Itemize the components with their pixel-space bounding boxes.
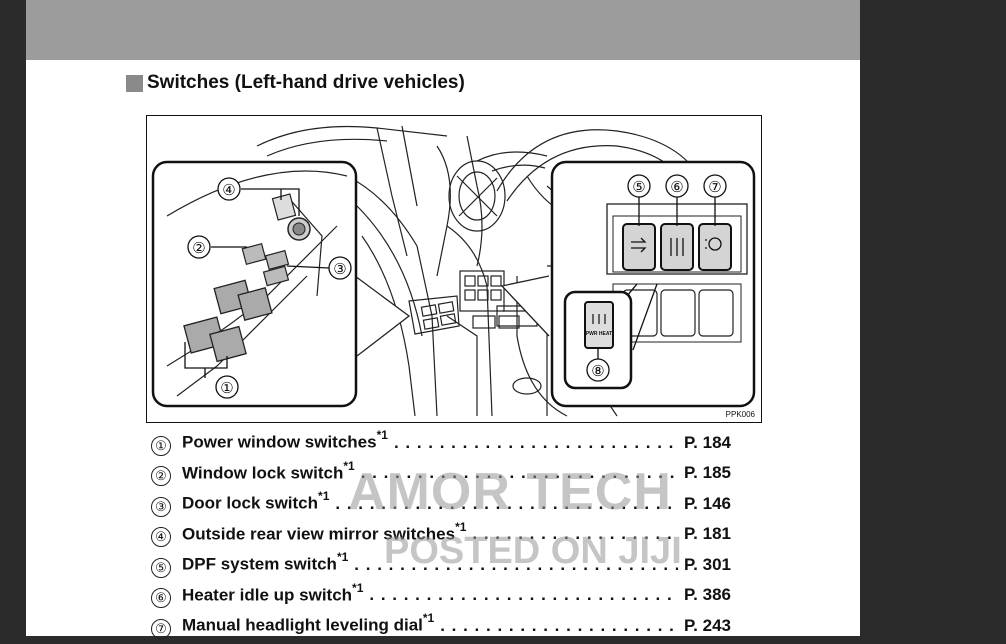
item-label: Heater idle up switch*1	[182, 580, 364, 605]
item-number: ⑥	[151, 588, 171, 609]
callout-4: ④	[222, 182, 235, 199]
dot-leader	[354, 555, 678, 575]
page-header-band	[26, 0, 860, 60]
dot-leader	[472, 524, 678, 544]
item-label: DPF system switch*1	[182, 550, 349, 574]
callout-8: ⑧	[591, 363, 604, 380]
title-square-icon	[126, 74, 143, 92]
switch-list: ① Power window switches*1 P. 184 ② Windo…	[151, 428, 731, 644]
dot-leader	[394, 433, 678, 453]
callout-2: ②	[192, 240, 205, 257]
list-item: ② Window lock switch*1 P. 185	[151, 458, 731, 492]
pwr-heat-label: PWR HEAT	[586, 331, 612, 337]
item-label: Window lock switch*1	[182, 458, 355, 483]
page-link[interactable]: P. 243	[684, 615, 731, 635]
item-number: ②	[151, 466, 171, 487]
item-label: Power window switches*1	[182, 428, 388, 452]
page-link[interactable]: P. 184	[684, 432, 731, 452]
section-title-text: Switches (Left-hand drive vehicles)	[147, 72, 465, 93]
page-link[interactable]: P. 146	[684, 493, 731, 513]
callout-6: ⑥	[670, 179, 683, 196]
callout-1: ①	[220, 380, 233, 397]
figure-code: PPK006	[725, 410, 755, 419]
item-number: ①	[151, 435, 171, 456]
callout-3: ③	[333, 261, 346, 278]
page-link[interactable]: P. 386	[684, 585, 731, 605]
list-item: ⑦ Manual headlight leveling dial*1 P. 24…	[151, 611, 731, 644]
dashboard-drawing: PWR HEAT ④ ② ③ ① ⑤ ⑥	[151, 125, 756, 417]
list-item: ⑥ Heater idle up switch*1 P. 386	[151, 580, 731, 614]
item-number: ④	[151, 527, 171, 548]
section-title: Switches (Left-hand drive vehicles)	[126, 72, 465, 94]
callout-7: ⑦	[708, 179, 721, 196]
item-label: Door lock switch*1	[182, 489, 330, 513]
item-number: ③	[151, 496, 171, 517]
dot-leader	[440, 616, 678, 636]
page-link[interactable]: P. 301	[684, 554, 731, 574]
item-label: Outside rear view mirror switches*1	[182, 519, 467, 544]
item-label: Manual headlight leveling dial*1	[182, 611, 435, 635]
list-item: ④ Outside rear view mirror switches*1 P.…	[151, 519, 731, 553]
list-item: ③ Door lock switch*1 P. 146	[151, 489, 731, 522]
callout-5: ⑤	[632, 179, 645, 196]
page-link[interactable]: P. 185	[684, 463, 731, 483]
list-item: ① Power window switches*1 P. 184	[151, 428, 731, 461]
page-link[interactable]: P. 181	[684, 524, 731, 544]
switches-illustration: PWR HEAT ④ ② ③ ① ⑤ ⑥	[146, 115, 762, 423]
item-number: ⑤	[151, 557, 171, 578]
dot-leader	[361, 463, 678, 483]
list-item: ⑤ DPF system switch*1 P. 301	[151, 550, 731, 583]
dot-leader	[369, 585, 678, 605]
manual-page: Switches (Left-hand drive vehicles)	[26, 0, 860, 639]
dot-leader	[335, 494, 678, 514]
